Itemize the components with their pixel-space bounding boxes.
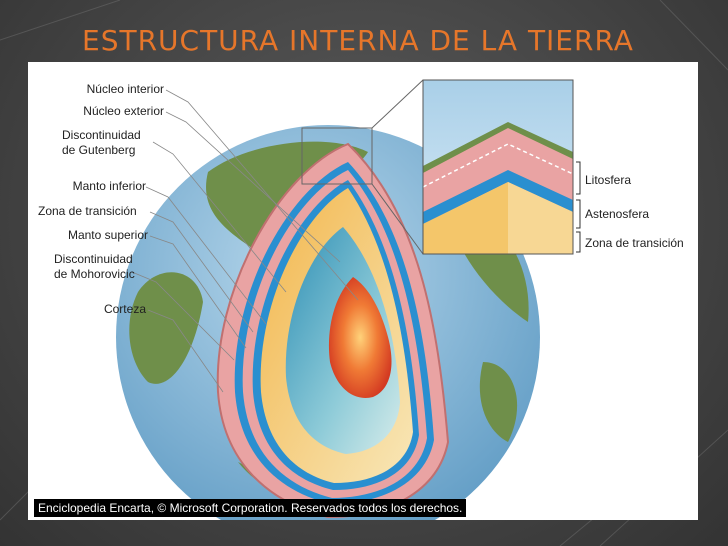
inset-source-box	[301, 127, 373, 185]
label-mohorovicic-line2: de Mohorovicic	[54, 267, 135, 281]
label-astenosfera: Astenosfera	[585, 207, 650, 221]
label-nucleo-exterior: Núcleo exterior	[83, 104, 164, 118]
leader-lines	[131, 89, 359, 393]
label-gutenberg-line2: de Gutenberg	[62, 143, 136, 157]
label-mohorovicic-line1: Discontinuidad	[54, 252, 133, 266]
slide-title: ESTRUCTURA INTERNA DE LA TIERRA	[82, 24, 634, 57]
cutaway-layers	[216, 142, 450, 519]
label-litosfera: Litosfera	[585, 173, 632, 187]
label-manto-inferior: Manto inferior	[72, 179, 146, 193]
label-manto-superior: Manto superior	[67, 228, 148, 242]
label-gutenberg-line1: Discontinuidad	[62, 128, 141, 142]
inset-zoom	[422, 79, 574, 255]
label-nucleo-interior: Núcleo interior	[86, 82, 164, 96]
inset-brackets	[576, 161, 581, 253]
earth-structure-illustration	[116, 79, 581, 520]
label-corteza: Corteza	[103, 302, 146, 316]
label-zona-transicion-inset: Zona de transición	[585, 236, 684, 250]
copyright-caption: Enciclopedia Encarta, © Microsoft Corpor…	[34, 499, 467, 517]
diagram-panel: Núcleo interior Núcleo exterior Disconti…	[28, 62, 698, 520]
label-zona-transicion: Zona de transición	[38, 204, 137, 218]
